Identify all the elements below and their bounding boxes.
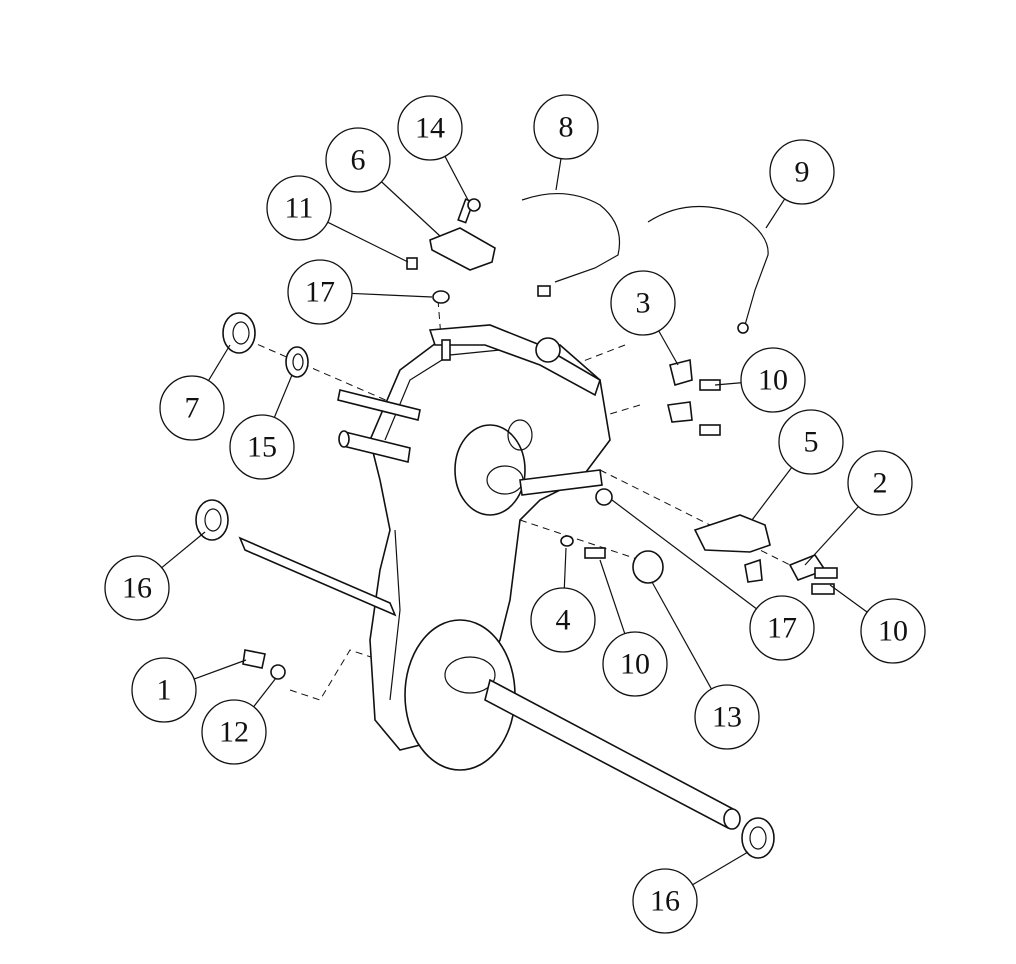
small-parts bbox=[195, 193, 838, 859]
leader-line bbox=[253, 677, 277, 708]
callout-circle bbox=[131, 657, 197, 723]
callout-number: 15 bbox=[247, 431, 277, 464]
leader-line bbox=[327, 221, 409, 263]
callout-circle bbox=[530, 587, 596, 653]
callout-number: 16 bbox=[650, 885, 680, 918]
callout-number: 13 bbox=[712, 701, 742, 734]
leader-line bbox=[599, 559, 626, 634]
callout-circle bbox=[694, 684, 760, 750]
callout-circle bbox=[740, 347, 806, 413]
callout-number: 3 bbox=[636, 287, 651, 320]
callouts: 14 8 6 9 11 17 3 7 15 10 5 2 16 4 17 10 10 1 12 13 16 bbox=[104, 94, 926, 934]
leader-line bbox=[651, 581, 712, 690]
callout-circle bbox=[104, 555, 170, 621]
leader-line bbox=[765, 198, 786, 229]
leader-line bbox=[273, 374, 293, 418]
callout-number: 5 bbox=[804, 426, 819, 459]
callout-number: 10 bbox=[758, 364, 788, 397]
callout-number: 8 bbox=[559, 111, 574, 144]
callout-circle bbox=[229, 414, 295, 480]
callout-number: 2 bbox=[873, 467, 888, 500]
callout-number: 17 bbox=[767, 612, 797, 645]
callout-circle bbox=[749, 595, 815, 661]
leader-line bbox=[208, 344, 231, 381]
shafts bbox=[238, 389, 741, 830]
callout-circle bbox=[397, 95, 463, 161]
callout-number: 16 bbox=[122, 572, 152, 605]
leader-line bbox=[611, 499, 757, 610]
leader-line bbox=[555, 158, 562, 191]
leader-line bbox=[829, 584, 868, 613]
callout-circle bbox=[266, 175, 332, 241]
callout-number: 10 bbox=[878, 615, 908, 648]
callout-number: 14 bbox=[415, 112, 445, 145]
leader-line bbox=[563, 547, 567, 589]
callout-circle bbox=[769, 139, 835, 205]
leader-line bbox=[751, 467, 793, 521]
gearbox-housing bbox=[369, 324, 611, 771]
leader-line bbox=[351, 292, 433, 298]
leader-line bbox=[804, 506, 859, 566]
callout-circle bbox=[778, 409, 844, 475]
callout-circle bbox=[847, 450, 913, 516]
callout-number: 4 bbox=[556, 604, 571, 637]
callout-circle bbox=[632, 868, 698, 934]
leader-line bbox=[193, 659, 247, 680]
callout-circle bbox=[201, 699, 267, 765]
callout-number: 6 bbox=[351, 144, 366, 177]
leader-line bbox=[714, 382, 742, 386]
callout-number: 1 bbox=[157, 674, 172, 707]
callout-circle bbox=[610, 270, 676, 336]
callout-number: 12 bbox=[219, 716, 249, 749]
callout-number: 17 bbox=[305, 276, 335, 309]
leader-line bbox=[444, 156, 469, 201]
callout-circle bbox=[325, 127, 391, 193]
callout-circle bbox=[860, 598, 926, 664]
callout-number: 11 bbox=[285, 192, 314, 225]
callout-circle bbox=[533, 94, 599, 160]
callout-circle bbox=[602, 631, 668, 697]
callout-circle bbox=[159, 375, 225, 441]
leader-line bbox=[658, 330, 679, 366]
leader-line bbox=[692, 851, 749, 886]
leader-line bbox=[161, 531, 206, 569]
callout-number: 9 bbox=[795, 156, 810, 189]
callout-number: 7 bbox=[185, 392, 200, 425]
callout-number: 10 bbox=[620, 648, 650, 681]
leader-line bbox=[381, 181, 441, 237]
callout-circle bbox=[287, 259, 353, 325]
